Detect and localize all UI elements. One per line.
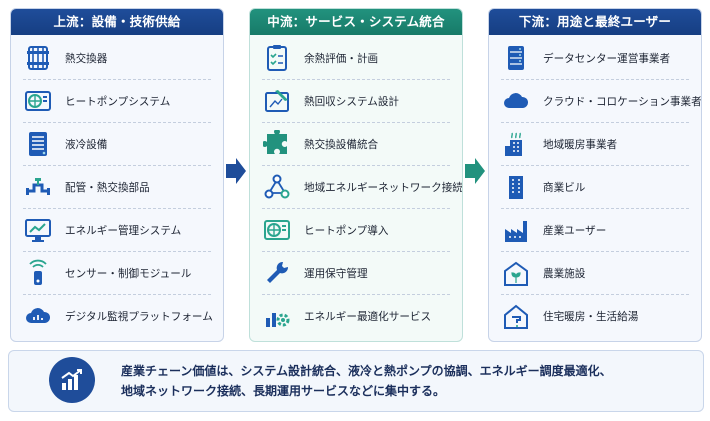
item-label: 住宅暖房・生活給湯 — [543, 310, 639, 323]
list-item: エネルギー最適化サービス — [250, 301, 462, 331]
list-item: ヒートポンプシステム — [11, 86, 223, 123]
list-item: データセンター運営事業者 — [489, 43, 701, 80]
item-label: 地域暖房事業者 — [543, 138, 618, 151]
list-item: デジタル監視プラットフォーム — [11, 301, 223, 331]
list-item: 商業ビル — [489, 172, 701, 209]
factory-icon — [499, 215, 533, 245]
item-label: 液冷設備 — [65, 138, 108, 151]
heat-pump-unit-icon — [21, 86, 55, 116]
item-label: ヒートポンプシステム — [65, 95, 171, 108]
list-item: 農業施設 — [489, 258, 701, 295]
downstream-header: 下流：用途と最終ユーザー — [489, 9, 701, 35]
list-item: 地域暖房事業者 — [489, 129, 701, 166]
list-item: ヒートポンプ導入 — [250, 215, 462, 252]
item-label: デジタル監視プラットフォーム — [65, 310, 213, 323]
growth-chart-icon — [49, 357, 95, 403]
list-item: センサー・制御モジュール — [11, 258, 223, 295]
list-item: 住宅暖房・生活給湯 — [489, 301, 701, 331]
summary-box: 産業チェーン価値は、システム設計統合、液冷と熱ポンプの協調、エネルギー調度最適化… — [8, 350, 704, 412]
item-label: 熱回収システム設計 — [304, 95, 400, 108]
item-label: 配管・熱交換部品 — [65, 181, 150, 194]
heat-pump-unit-icon — [260, 215, 294, 245]
network-nodes-icon — [260, 172, 294, 202]
liquid-cooling-cabinet-icon — [21, 129, 55, 159]
house-faucet-icon — [499, 301, 533, 331]
list-item: 熱回収システム設計 — [250, 86, 462, 123]
checklist-icon — [260, 43, 294, 73]
item-label: 熱交換設備統合 — [304, 138, 379, 151]
summary-line-2: 地域ネットワーク接続、長期運用サービスなどに集中する。 — [121, 384, 446, 398]
item-label: 余熱評価・計画 — [304, 52, 379, 65]
list-item: 液冷設備 — [11, 129, 223, 166]
upstream-header: 上流：設備・技術供給 — [11, 9, 223, 35]
chart-gear-icon — [260, 301, 294, 331]
item-label: エネルギー管理システム — [65, 224, 182, 237]
item-label: 産業ユーザー — [543, 224, 607, 237]
midstream-column: 中流：サービス・システム統合 余熱評価・計画 熱回収システム設計 熱交換設備統合… — [249, 8, 463, 342]
blueprint-design-icon — [260, 86, 294, 116]
list-item: 熱交換器 — [11, 43, 223, 80]
list-item: クラウド・コロケーション事業者 — [489, 86, 702, 123]
item-label: センサー・制御モジュール — [65, 267, 192, 280]
item-label: 熱交換器 — [65, 52, 108, 65]
cloud-icon — [499, 86, 533, 116]
item-label: 運用保守管理 — [304, 267, 368, 280]
flow-arrow-icon — [465, 158, 485, 184]
downstream-column: 下流：用途と最終ユーザー データセンター運営事業者 クラウド・コロケーション事業… — [488, 8, 702, 342]
list-item: 余熱評価・計画 — [250, 43, 462, 80]
flow-arrow-icon — [226, 158, 246, 184]
list-item: 配管・熱交換部品 — [11, 172, 223, 209]
midstream-header: 中流：サービス・システム統合 — [250, 9, 462, 35]
list-item: 運用保守管理 — [250, 258, 462, 295]
wrench-icon — [260, 258, 294, 288]
greenhouse-icon — [499, 258, 533, 288]
item-label: データセンター運営事業者 — [543, 52, 671, 65]
upstream-column: 上流：設備・技術供給 熱交換器 ヒートポンプシステム 液冷設備 配管・熱交換部品… — [10, 8, 224, 342]
cloud-chart-icon — [21, 301, 55, 331]
item-label: 商業ビル — [543, 181, 586, 194]
office-building-icon — [499, 172, 533, 202]
heat-exchanger-icon — [21, 43, 55, 73]
pipe-valve-icon — [21, 172, 55, 202]
sensor-signal-icon — [21, 258, 55, 288]
list-item: エネルギー管理システム — [11, 215, 223, 252]
monitor-chart-icon — [21, 215, 55, 245]
puzzle-icon — [260, 129, 294, 159]
list-item: 地域エネルギーネットワーク接続 — [250, 172, 463, 209]
summary-line-1: 産業チェーン価値は、システム設計統合、液冷と熱ポンプの協調、エネルギー調度最適化… — [121, 364, 612, 378]
item-label: 地域エネルギーネットワーク接続 — [304, 181, 463, 194]
server-rack-icon — [499, 43, 533, 73]
summary-text: 産業チェーン価値は、システム設計統合、液冷と熱ポンプの協調、エネルギー調度最適化… — [121, 361, 691, 401]
item-label: クラウド・コロケーション事業者 — [543, 95, 702, 108]
item-label: エネルギー最適化サービス — [304, 310, 432, 323]
list-item: 熱交換設備統合 — [250, 129, 462, 166]
item-label: 農業施設 — [543, 267, 586, 280]
heating-building-icon — [499, 129, 533, 159]
item-label: ヒートポンプ導入 — [304, 224, 389, 237]
list-item: 産業ユーザー — [489, 215, 701, 252]
